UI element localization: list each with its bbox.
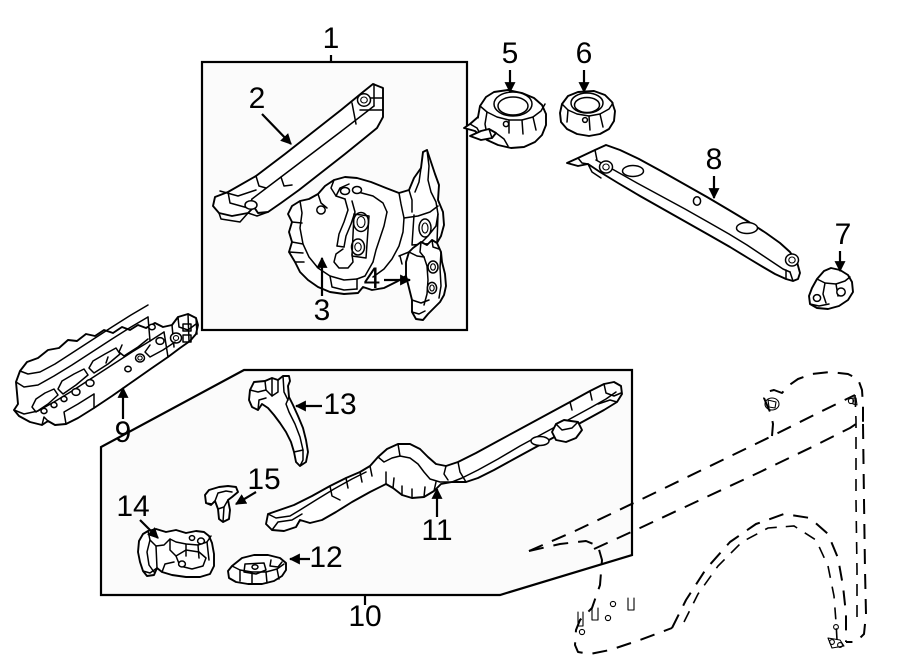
part-5-strut-mount-left[interactable] — [463, 89, 547, 149]
part-4-hole-b — [426, 281, 438, 295]
part-8-slot-a — [621, 164, 645, 178]
callout-label-2[interactable]: 2 — [249, 82, 266, 115]
part-8-slot-b — [735, 221, 759, 235]
part-5-bore-inner — [497, 96, 529, 116]
part-6-bore-inner — [573, 96, 601, 114]
part-3-hole-b — [350, 238, 366, 256]
part-7-corner-bracket[interactable] — [808, 267, 854, 310]
callout-label-1[interactable]: 1 — [323, 22, 340, 55]
part-13-rail-rear-bracket[interactable] — [248, 375, 309, 467]
part-7-hole-b — [812, 293, 822, 303]
callout-label-3[interactable]: 3 — [314, 294, 331, 327]
part-3-hole-f — [351, 185, 363, 195]
part-15-tab-bracket[interactable] — [204, 485, 239, 523]
part-3-hole-d — [316, 205, 326, 215]
part-8-hole-c — [784, 253, 800, 267]
callout-label-7[interactable]: 7 — [835, 218, 852, 251]
callout-label-8[interactable]: 8 — [706, 143, 723, 176]
fender-hole-b — [847, 397, 855, 405]
part-12-rail-closure-plate[interactable] — [227, 554, 287, 585]
callout-label-9[interactable]: 9 — [115, 416, 132, 449]
callout-label-10[interactable]: 10 — [348, 600, 381, 633]
callout-label-13[interactable]: 13 — [323, 388, 356, 421]
callout-labels: 1 2 3 4 5 6 7 8 9 10 11 12 13 14 15 — [115, 22, 852, 633]
part-9-rocker-inner-rail[interactable] — [13, 304, 199, 426]
part-2-upper-rail-reinforcement[interactable] — [212, 83, 384, 223]
front-fender-phantom-outline[interactable] — [528, 371, 867, 655]
part-2-hole-inner — [360, 96, 368, 104]
part-5-stud — [502, 120, 510, 128]
part-2-hole-outer — [356, 93, 372, 107]
part-4-hole-a — [427, 260, 439, 274]
part-6-bore-outer — [570, 92, 604, 114]
part-6-stud — [581, 116, 589, 124]
part-3-hole-c — [418, 218, 432, 238]
callout-label-12[interactable]: 12 — [309, 541, 342, 574]
part-11-front-side-rail[interactable] — [265, 381, 623, 532]
part-14-engine-mount-bracket[interactable] — [137, 528, 215, 578]
callout-label-15[interactable]: 15 — [247, 463, 280, 496]
fender-hole-a — [764, 397, 780, 411]
part-7-hole-a — [836, 287, 846, 297]
callout-14-leader — [139, 519, 159, 539]
callout-label-14[interactable]: 14 — [116, 490, 149, 523]
part-2-hole-2 — [244, 200, 258, 210]
callout-label-11[interactable]: 11 — [421, 514, 452, 547]
part-8-hole-b — [692, 196, 702, 206]
callout-15-leader — [235, 491, 257, 505]
callout-label-4[interactable]: 4 — [364, 262, 381, 295]
part-8-radiator-tie-bar[interactable] — [566, 144, 801, 282]
part-11-slot — [530, 435, 550, 447]
callout-label-6[interactable]: 6 — [576, 37, 593, 70]
part-6-strut-mount-cap[interactable] — [559, 90, 616, 137]
callout-label-5[interactable]: 5 — [502, 37, 519, 70]
part-5-bore-outer — [493, 91, 533, 117]
part-3-hole-e — [339, 186, 351, 196]
callout-2-leader — [261, 113, 292, 145]
part-8-hole-a — [598, 160, 614, 174]
